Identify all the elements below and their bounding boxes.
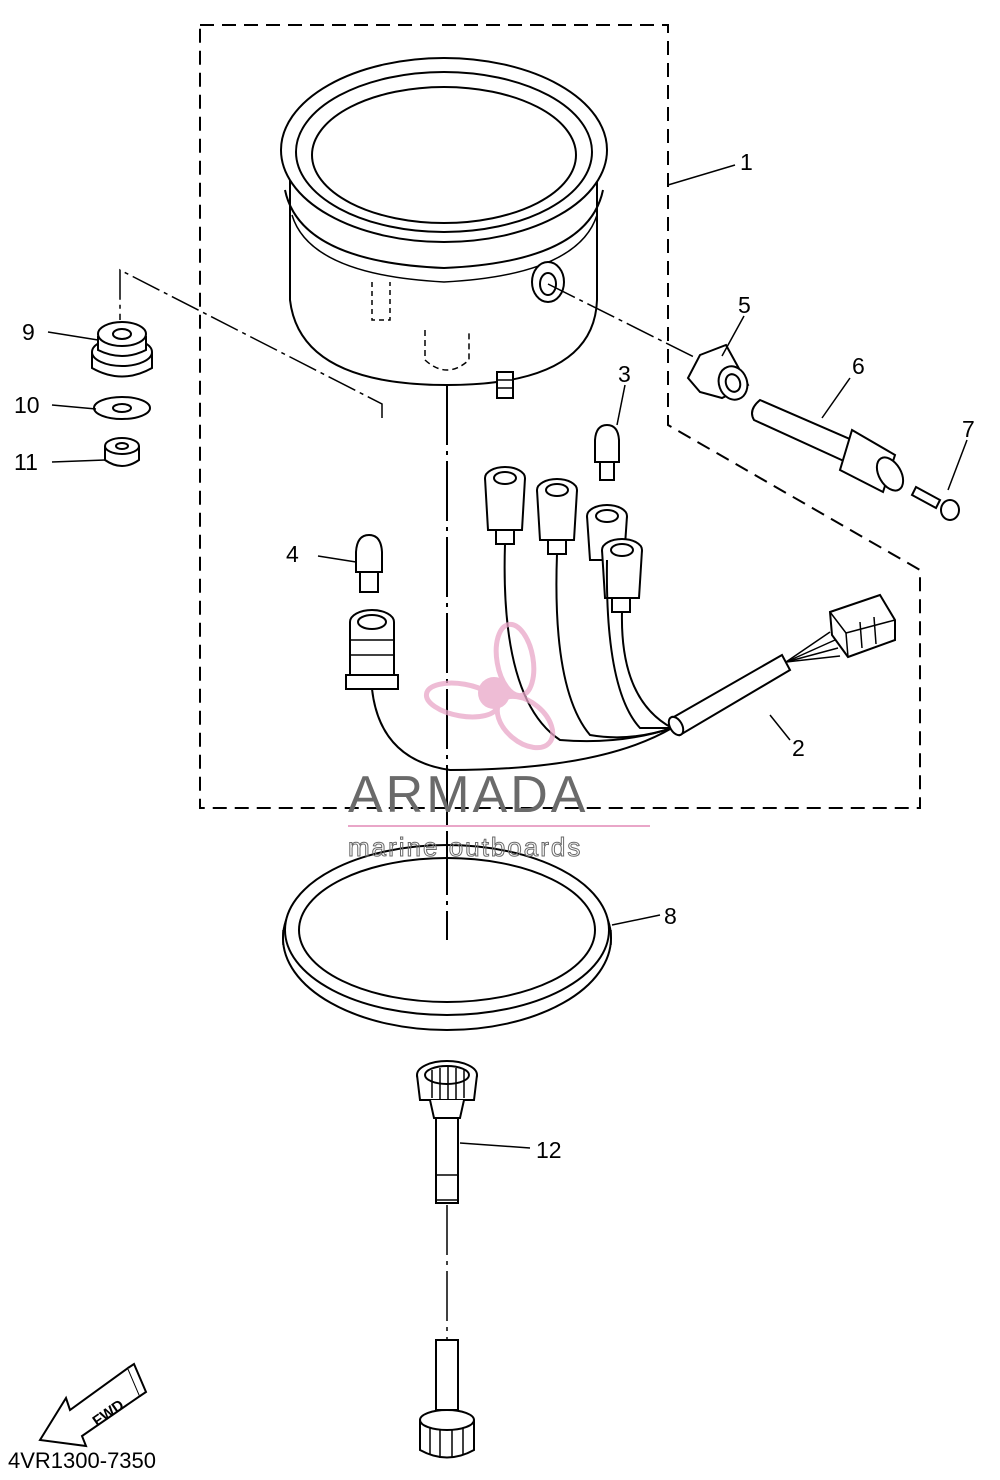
harness-part-2 <box>345 466 896 772</box>
callout-2: 2 <box>792 735 805 761</box>
callout-11: 11 <box>14 449 38 475</box>
gauge-housing <box>280 57 608 399</box>
grommet-part-9 <box>91 321 153 378</box>
screw-part-7 <box>910 485 960 521</box>
bulb-part-3 <box>594 423 620 481</box>
watermark-tagline: marine outboards <box>348 832 582 862</box>
bulb-part-4 <box>355 533 383 593</box>
diagram-code: 4VR1300-7350 <box>8 1448 156 1473</box>
watermark: ARMADA marine outboards <box>348 621 650 863</box>
nut-part-11 <box>104 437 140 467</box>
watermark-brand: ARMADA <box>348 766 588 824</box>
washer-part-10 <box>93 396 151 420</box>
callout-12: 12 <box>536 1137 562 1163</box>
callout-7: 7 <box>962 416 975 442</box>
callout-5: 5 <box>738 292 751 318</box>
callout-8: 8 <box>664 903 677 929</box>
socket-a <box>484 466 526 545</box>
socket-d <box>601 538 643 613</box>
callout-4: 4 <box>286 541 299 567</box>
sleeve-part-5 <box>686 343 750 401</box>
bezel-ring-part-8 <box>282 835 612 1031</box>
knob-shaft-part-12 <box>416 1060 478 1459</box>
socket-b <box>536 478 578 555</box>
stud-leader <box>119 268 383 418</box>
callout-9: 9 <box>22 319 35 345</box>
callout-1: 1 <box>740 149 753 175</box>
callout-10: 10 <box>14 392 40 418</box>
callout-3: 3 <box>618 361 631 387</box>
hole-leader <box>547 283 701 361</box>
callout-leaders <box>47 164 968 1149</box>
propeller-logo <box>423 621 556 751</box>
holder-part-6 <box>751 398 905 494</box>
fwd-arrow-icon: FWD <box>38 1362 148 1448</box>
assembly-boundary <box>199 24 921 809</box>
callout-6: 6 <box>852 353 865 379</box>
